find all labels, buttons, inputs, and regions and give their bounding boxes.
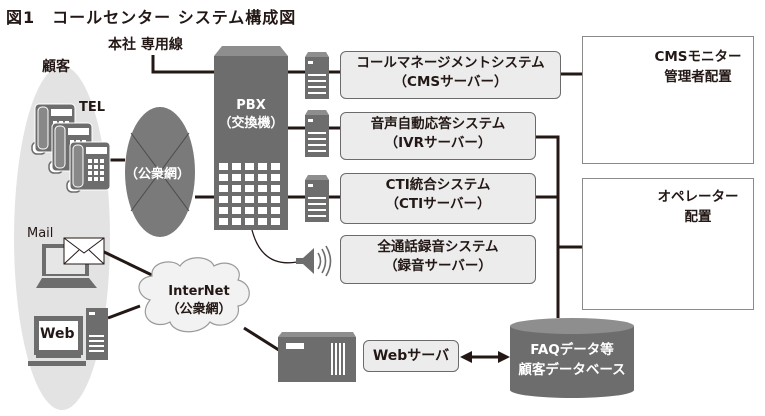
cms-monitor-panel — [582, 36, 754, 164]
ivr-system-name: 音声自動応答システム — [370, 116, 506, 132]
web-server-device — [278, 332, 356, 382]
customer-label: 顧客 — [42, 59, 70, 75]
web-label: Web — [40, 326, 75, 342]
cti-server-icon — [305, 175, 329, 222]
internet-to-webserver-line — [243, 326, 283, 354]
cms-monitor-label-line1: CMSモニター — [654, 49, 742, 65]
pbx-label-line2: （交換機） — [218, 116, 284, 131]
cms-system-name: コールマネージメントシステム — [356, 55, 545, 71]
envelope-icon — [63, 237, 105, 265]
cms-system-server: （CMSサーバー） — [393, 74, 508, 90]
phone-icon — [66, 141, 111, 193]
connection-lines — [99, 55, 582, 354]
pbx-label: PBX （交換機） — [214, 97, 288, 133]
figure-title: 図1 コールセンター システム構成図 — [6, 8, 297, 27]
internet-label: InterNet （公衆網） — [152, 283, 246, 319]
recording-system-box[interactable]: 全通話録音システム （録音サーバー） — [340, 235, 536, 284]
internet-label-line2: （公衆網） — [166, 302, 232, 317]
cms-system-box[interactable]: コールマネージメントシステム （CMSサーバー） — [340, 51, 561, 99]
web-desktop-icon — [28, 308, 108, 366]
ivr-system-box[interactable]: 音声自動応答システム （IVRサーバー） — [340, 112, 536, 160]
cti-system-name: CTI統合システム — [385, 177, 491, 193]
operator-label-line1: オペレーター — [657, 189, 739, 205]
backbone-line — [534, 135, 560, 318]
web-to-internet-line — [107, 304, 141, 320]
speaker-icon — [296, 245, 332, 277]
recording-system-name: 全通話録音システム — [377, 239, 499, 255]
internet-cloud — [138, 257, 250, 333]
operator-panel — [582, 178, 754, 310]
cms-server-icon — [305, 52, 329, 99]
pbx-label-line1: PBX — [236, 98, 266, 113]
mail-to-internet-line — [99, 248, 159, 280]
database-label: FAQデータ等 顧客データベース — [510, 340, 634, 380]
mail-label: Mail — [27, 226, 54, 241]
database-label-line2: 顧客データベース — [518, 362, 626, 378]
operator-label-line2: 配置 — [684, 209, 712, 225]
database-label-line1: FAQデータ等 — [530, 342, 614, 358]
pstn-label: （公衆網） — [125, 167, 191, 182]
cms-monitor-label-line2: 管理者配置 — [664, 69, 732, 85]
ivr-server-icon — [305, 110, 329, 157]
recording-line — [251, 229, 298, 264]
recording-system-server: （録音サーバー） — [384, 258, 492, 274]
internet-label-line1: InterNet — [168, 284, 230, 299]
database-cylinder — [510, 318, 634, 398]
web-server-label: Webサーバ — [372, 348, 450, 364]
operator-label: オペレーター 配置 — [642, 187, 754, 227]
cti-system-box[interactable]: CTI統合システム （CTIサーバー） — [340, 173, 536, 224]
pstn-network — [125, 107, 195, 237]
web-server-box[interactable]: Webサーバ — [363, 340, 459, 372]
tel-label: TEL — [79, 100, 106, 115]
hq-dedicated-line-label: 本社 専用線 — [108, 37, 183, 53]
bidirectional-arrow — [460, 351, 510, 363]
cti-system-server: （CTIサーバー） — [385, 196, 491, 212]
hq-dedicated-line — [151, 55, 214, 74]
pbx-device — [214, 46, 288, 230]
tel-phones-icon — [31, 103, 111, 193]
cms-monitor-label: CMSモニター 管理者配置 — [642, 47, 754, 87]
ivr-system-server: （IVRサーバー） — [384, 135, 492, 151]
